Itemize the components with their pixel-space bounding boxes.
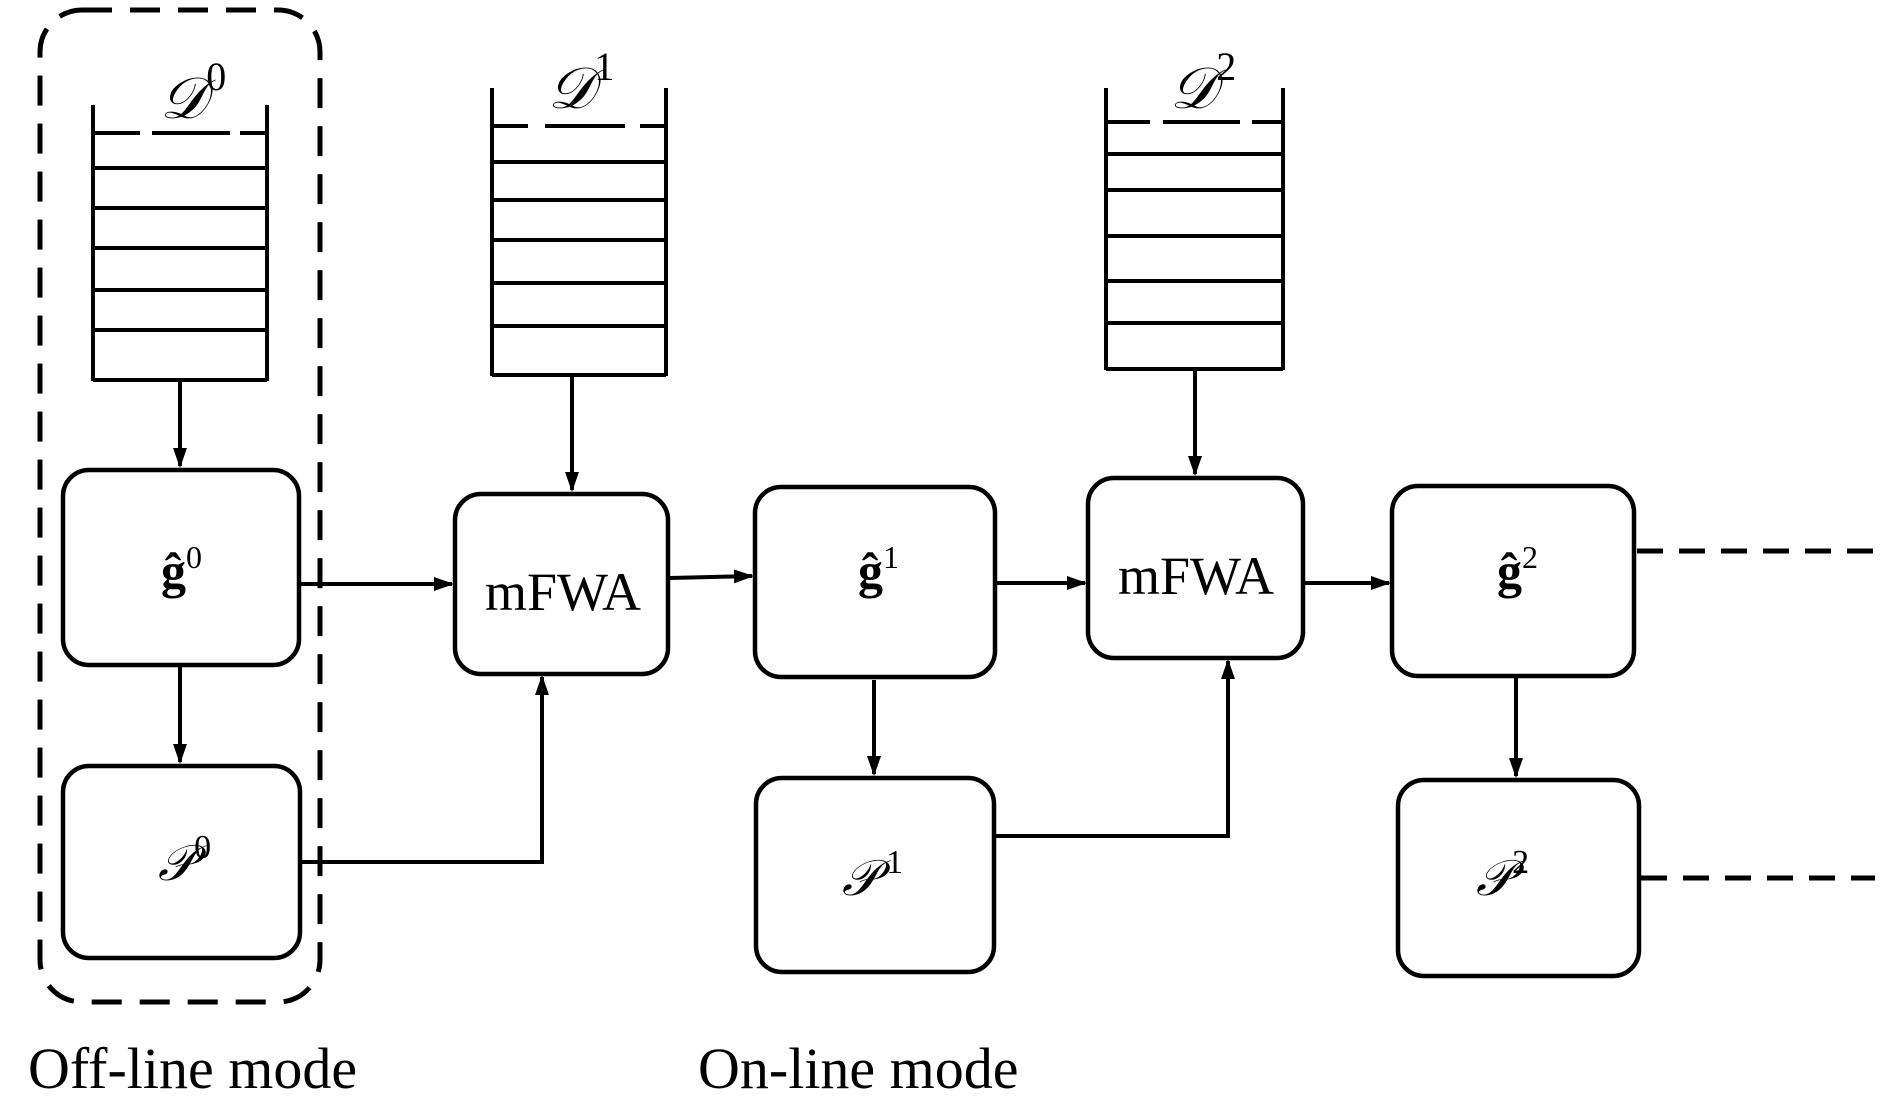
dataset-stack-1	[490, 88, 668, 377]
mfwa-box-1	[452, 491, 671, 677]
arrow-p1-to-mfwa2	[996, 659, 1235, 838]
dataset-label-0: 𝒟0	[160, 54, 226, 131]
dataset-label-2: 𝒟2	[1170, 44, 1236, 121]
arrow-p0-to-mfwa1	[302, 675, 549, 864]
estimate-box-0	[60, 467, 302, 668]
estimate-label-0: ĝ0	[161, 539, 202, 599]
arrow-mfwa1-to-g1	[669, 569, 754, 584]
prediction-box-0	[60, 763, 303, 961]
dataset-stack-2	[1104, 88, 1285, 371]
mfwa-box-2	[1085, 475, 1306, 661]
estimate-box-1	[752, 484, 998, 680]
offline-mode-caption: Off-line mode	[28, 1036, 357, 1096]
prediction-box-2	[1395, 777, 1642, 979]
dataset-stack-0	[91, 105, 269, 382]
dataset-label-1: 𝒟1	[548, 44, 614, 121]
mfwa-label-1: mFWA	[485, 562, 641, 622]
estimate-box-2	[1389, 483, 1637, 679]
estimate-label-1: ĝ1	[858, 539, 899, 599]
estimate-label-2: ĝ2	[1497, 539, 1538, 599]
online-mode-caption: On-line mode	[698, 1036, 1019, 1096]
prediction-box-1	[753, 775, 997, 975]
offline-mode-frame	[37, 7, 323, 1005]
mfwa-label-2: mFWA	[1118, 546, 1274, 606]
